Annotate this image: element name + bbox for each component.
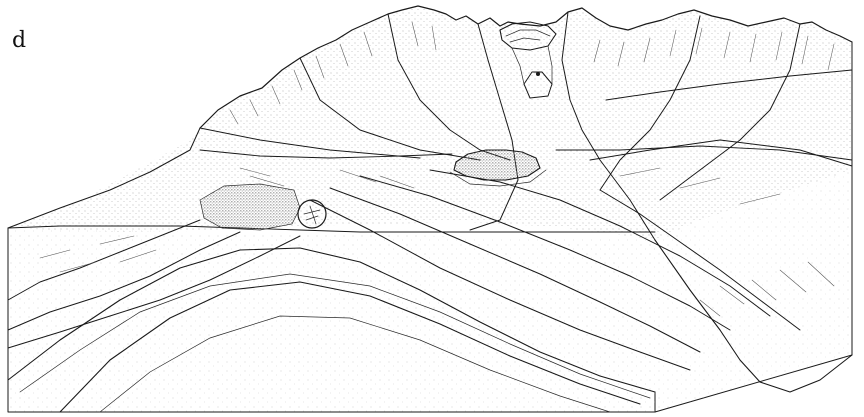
- mountain-ridge: [8, 6, 852, 240]
